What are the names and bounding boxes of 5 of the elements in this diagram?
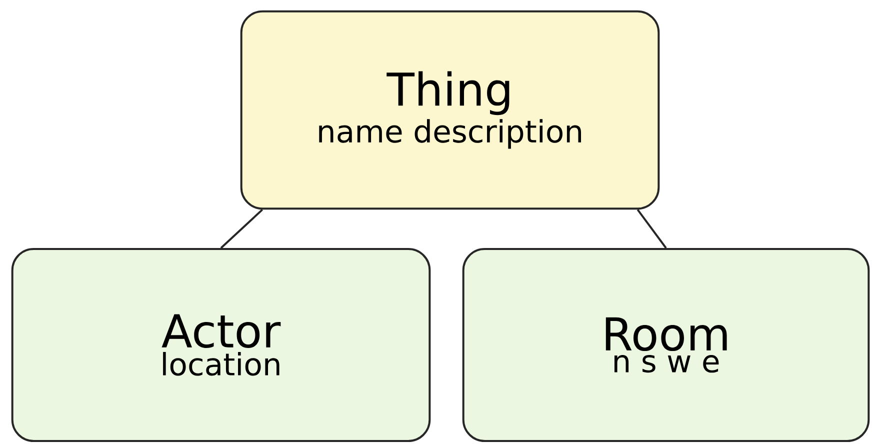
rounded-box: Actor location bbox=[11, 248, 431, 442]
connector-line bbox=[636, 209, 667, 249]
connector-line bbox=[220, 208, 264, 249]
rounded-box: Thing name description bbox=[240, 10, 660, 210]
rounded-box: Room n s w e bbox=[462, 248, 870, 442]
